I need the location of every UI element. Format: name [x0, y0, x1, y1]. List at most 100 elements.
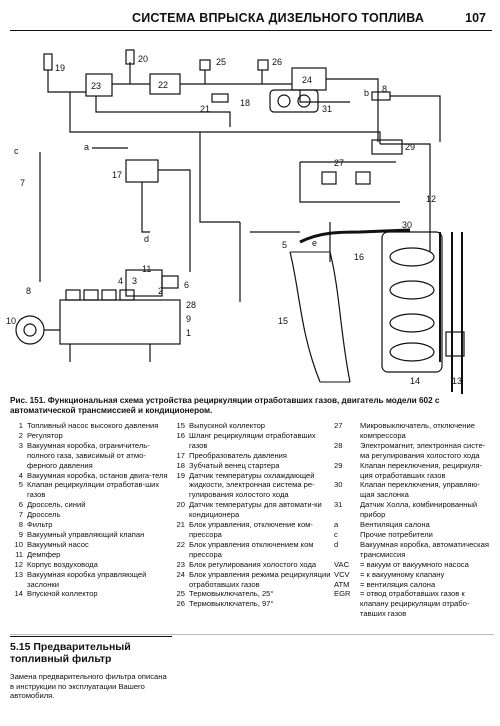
legend-text: Клапан переключения, управляю-щая заслон… — [360, 480, 480, 500]
legend-key: 20 — [176, 500, 185, 510]
label-1: 1 — [186, 328, 191, 338]
section-rule — [10, 636, 172, 637]
legend-item: 26 Термовыключатель, 97° — [172, 599, 332, 609]
label-20: 20 — [138, 54, 148, 64]
legend-item: 28 Электромагнит, электронная систе-ма ре… — [334, 441, 494, 461]
switchover-valve-29 — [371, 139, 403, 155]
legend-text: Впускной коллектор — [27, 589, 98, 599]
label-10: 10 — [6, 316, 16, 326]
legend-item: ATM = вентиляция салона — [334, 580, 494, 590]
legend-item: EGR= отвод отработавших газов к клапану … — [334, 589, 494, 619]
legend-text: Вакуумный насос — [27, 539, 89, 549]
legend-key: 18 — [176, 460, 185, 470]
legend-key: 28 — [334, 440, 343, 450]
label-7: 7 — [20, 178, 25, 188]
legend-text: Демпфер — [27, 549, 61, 559]
legend-item: c Прочие потребители — [334, 530, 494, 540]
legend-key: 3 — [18, 440, 23, 450]
legend-text: Микровыключатель, отключение компрессора — [360, 421, 475, 440]
label-b: b — [364, 88, 369, 98]
label-25: 25 — [216, 57, 226, 67]
legend-text: Вакуумная коробка управляющей заслонки — [27, 569, 147, 589]
label-6: 6 — [184, 280, 189, 290]
label-2: 2 — [158, 286, 163, 296]
legend-text: Блок регулирования холостого хода — [189, 559, 317, 569]
header-title: СИСТЕМА ВПРЫСКА ДИЗЕЛЬНОГО ТОПЛИВА — [132, 11, 425, 25]
legend-key: c — [334, 529, 338, 539]
legend-text: Преобразователь давления — [189, 450, 288, 460]
intake-manifold-14 — [381, 231, 443, 373]
legend-key: 11 — [15, 549, 23, 559]
legend-key: 5 — [18, 480, 23, 490]
legend-text: Датчик температуры для автомати-ки конди… — [189, 500, 322, 520]
legend-text: Дроссель, синий — [27, 500, 86, 510]
instrument-cluster-31 — [269, 89, 319, 113]
egr-schematic-diagram: 19 20 25 26 23 22 24 18 21 31 b 8 c 7 a … — [0, 32, 500, 404]
label-c: c — [14, 146, 19, 156]
label-12: 12 — [426, 194, 436, 204]
page-number: 107 — [465, 11, 486, 25]
label-16: 16 — [354, 252, 364, 262]
legend-text: Вакуумная коробка, останов двига-теля — [27, 470, 168, 480]
label-a: a — [84, 142, 89, 152]
legend-text: Клапан переключения, рециркуля-ция отраб… — [360, 460, 483, 480]
label-5: 5 — [282, 240, 287, 250]
legend-key: 8 — [18, 520, 23, 530]
legend-key: 10 — [14, 539, 23, 549]
legend-key: 19 — [176, 470, 185, 480]
legend-text: Датчик температуры охлаждающей жидкости,… — [189, 470, 315, 500]
legend-item: 11 Демпфер — [10, 550, 170, 560]
legend-key: 12 — [14, 559, 23, 569]
legend-text: Корпус воздуховода — [27, 559, 98, 569]
legend-text: Регулятор — [27, 430, 63, 440]
legend-text: = к вакуумному клапану — [360, 569, 445, 579]
legend-key: a — [334, 520, 339, 530]
legend-item: 12 Корпус воздуховода — [10, 560, 170, 570]
legend-text: Электромагнит, электронная систе-ма регу… — [360, 440, 486, 460]
legend-key: 22 — [176, 539, 185, 549]
legend-text: = отвод отработавших газов к клапану рец… — [360, 589, 470, 619]
label-15: 15 — [278, 316, 288, 326]
legend-item: a Вентиляция салона — [334, 520, 494, 530]
legend-text: Зубчатый венец стартера — [189, 460, 280, 470]
label-22: 22 — [158, 80, 168, 90]
legend-text: Прочие потребители — [360, 529, 433, 539]
legend-text: Блок управления режима рециркуляции отра… — [189, 569, 331, 589]
label-d: d — [144, 234, 149, 244]
legend-text: Термовыключатель, 97° — [189, 599, 274, 609]
legend-key: 17 — [176, 450, 185, 460]
legend-text: Фильтр — [27, 520, 53, 530]
legend-item: VCV= к вакуумному клапану — [334, 570, 494, 580]
legend-key: 23 — [176, 559, 185, 569]
legend-item: VAC= вакуум от вакуумного насоса — [334, 560, 494, 570]
legend-key: 25 — [176, 589, 185, 599]
control-unit-23 — [85, 73, 113, 97]
label-13: 13 — [452, 376, 462, 386]
legend-item: 10 Вакуумный насос — [10, 540, 170, 550]
legend-text: Дроссель — [27, 510, 61, 520]
legend-key: 7 — [18, 510, 23, 520]
figure-caption: Рис. 151. Функциональная схема устройств… — [10, 396, 440, 415]
legend-key: 6 — [18, 500, 23, 510]
injection-pump-1 — [59, 299, 181, 345]
legend-text: Вакуумная коробка, ограничитель-полного … — [27, 440, 150, 470]
label-e: e — [312, 238, 317, 248]
legend-text: = вентиляция салона — [360, 579, 436, 589]
label-19: 19 — [55, 63, 65, 73]
legend-key: ATM — [334, 579, 350, 589]
legend-item: 20 Датчик температуры для автомати-ки кон… — [172, 500, 332, 520]
label-11: 11 — [142, 264, 151, 274]
label-23: 23 — [91, 81, 101, 91]
legend-text: Вентиляция салона — [360, 520, 430, 530]
legend-key: 26 — [176, 599, 185, 609]
label-14: 14 — [410, 376, 420, 386]
vacuum-box-13 — [445, 331, 465, 357]
